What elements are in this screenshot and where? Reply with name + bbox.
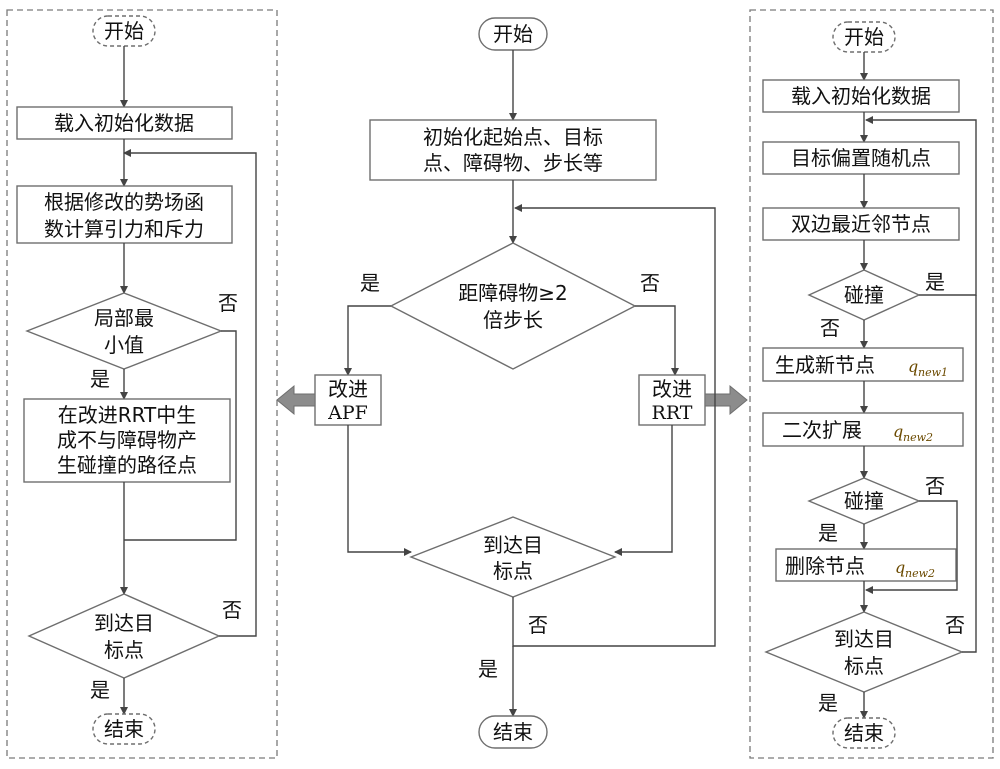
middle-right-block-arrow <box>705 386 747 414</box>
middle-init-label-1: 初始化起始点、目标 <box>423 125 603 149</box>
middle-apf-to-reach <box>348 425 411 552</box>
left-load-label: 载入初始化数据 <box>54 111 194 135</box>
left-reach-label-1: 到达目 <box>94 611 154 635</box>
right-newnode-label: 生成新节点 <box>775 353 875 377</box>
right-reach-decision <box>766 612 962 692</box>
left-rrt-label-2: 成不与障碍物产 <box>57 428 197 452</box>
middle-rrt-label-1: 改进 <box>652 377 692 401</box>
middle-flow: 开始 初始化起始点、目标 点、障碍物、步长等 距障碍物≥2 倍步长 是 否 改进… <box>277 18 747 748</box>
middle-distance-decision <box>391 243 635 369</box>
left-local-min-label-1: 局部最 <box>94 306 154 330</box>
right-no-label-1: 否 <box>820 316 840 340</box>
middle-decision-label-2: 倍步长 <box>483 308 543 332</box>
left-calc-label-2: 数计算引力和斥力 <box>44 217 204 241</box>
right-delete-label: 删除节点 <box>785 554 865 578</box>
middle-yes-label-2: 是 <box>478 657 498 681</box>
right-panel: 开始 载入初始化数据 目标偏置随机点 双边最近邻节点 碰撞 是 否 生成新节点 … <box>750 10 993 758</box>
middle-start-label: 开始 <box>493 22 533 46</box>
middle-apf-label-2: APF <box>327 402 368 424</box>
left-local-min-label-2: 小值 <box>104 333 144 357</box>
right-no-loop-reach <box>962 295 976 652</box>
right-qnew2b-sub: new2 <box>905 567 935 580</box>
middle-rrt-to-reach <box>615 425 672 552</box>
right-bias-label: 目标偏置随机点 <box>791 146 931 170</box>
left-no-label-1: 否 <box>218 291 238 315</box>
left-no-label-2: 否 <box>222 598 242 622</box>
right-qnew1-var: q <box>908 357 918 376</box>
left-rrt-label-3: 生碰撞的路径点 <box>57 453 197 477</box>
right-yes-label-1: 是 <box>925 270 945 294</box>
right-yes-label-3: 是 <box>818 691 838 715</box>
middle-no-label-2: 否 <box>528 613 548 637</box>
right-load-label: 载入初始化数据 <box>791 84 931 108</box>
right-no-label-2: 否 <box>925 474 945 498</box>
right-yes-label-2: 是 <box>818 521 838 545</box>
middle-yes-label-1: 是 <box>360 271 380 295</box>
middle-reach-label-1: 到达目 <box>483 533 543 557</box>
middle-rrt-label-2: RRT <box>652 402 693 424</box>
left-panel: 开始 载入初始化数据 根据修改的势场函 数计算引力和斥力 局部最 小值 是 在改… <box>7 10 277 758</box>
left-reach-decision <box>29 594 219 678</box>
middle-decision-label-1: 距障碍物≥2 <box>458 281 567 305</box>
left-calc-label-1: 根据修改的势场函 <box>44 190 204 214</box>
right-qnew1-sub: new1 <box>918 366 948 379</box>
right-end-label: 结束 <box>844 721 884 745</box>
left-local-min-decision <box>27 293 221 369</box>
right-nearest-label: 双边最近邻节点 <box>791 212 931 236</box>
middle-reach-label-2: 标点 <box>493 559 533 583</box>
right-start-label: 开始 <box>844 25 884 49</box>
left-yes-label-2: 是 <box>90 678 110 702</box>
right-no-label-3: 否 <box>945 613 965 637</box>
right-qnew2b-var: q <box>895 558 905 577</box>
left-rrt-label-1: 在改进RRT中生 <box>58 403 197 427</box>
right-collide2-label: 碰撞 <box>844 489 884 513</box>
middle-init-label-2: 点、障碍物、步长等 <box>423 151 603 175</box>
middle-apf-label-1: 改进 <box>328 377 368 401</box>
left-yes-label-1: 是 <box>90 367 110 391</box>
middle-no-label-1: 否 <box>640 271 660 295</box>
right-reach-label-1: 到达目 <box>834 627 894 651</box>
right-qnew2-var: q <box>893 422 903 441</box>
middle-left-block-arrow <box>277 386 315 414</box>
middle-reach-decision <box>411 517 615 597</box>
middle-no-branch <box>635 306 675 375</box>
middle-end-label: 结束 <box>493 720 533 744</box>
left-end-label: 结束 <box>104 717 144 741</box>
right-collide1-label: 碰撞 <box>844 283 884 307</box>
left-start-label: 开始 <box>104 19 144 43</box>
right-expand-label: 二次扩展 <box>782 418 862 442</box>
left-reach-label-2: 标点 <box>104 638 144 662</box>
middle-yes-branch <box>348 306 391 375</box>
right-qnew2-sub: new2 <box>903 431 933 444</box>
right-reach-label-2: 标点 <box>844 654 884 678</box>
